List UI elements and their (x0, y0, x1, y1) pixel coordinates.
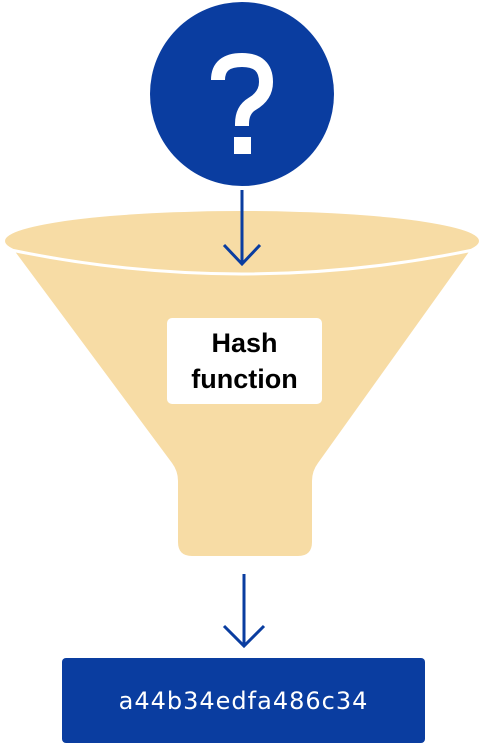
hash-output-box: a44b34edfa486c34 (62, 658, 425, 743)
question-mark-icon (211, 53, 273, 154)
input-arrow (222, 190, 262, 267)
funnel-rim-edge (10, 248, 474, 276)
hash-output-value: a44b34edfa486c34 (118, 686, 369, 715)
input-circle (150, 2, 334, 186)
hash-function-label: Hash function (167, 318, 322, 404)
hash-function-label-line2: function (191, 364, 298, 394)
output-arrow (222, 574, 266, 649)
hash-function-label-line1: Hash (211, 328, 278, 358)
